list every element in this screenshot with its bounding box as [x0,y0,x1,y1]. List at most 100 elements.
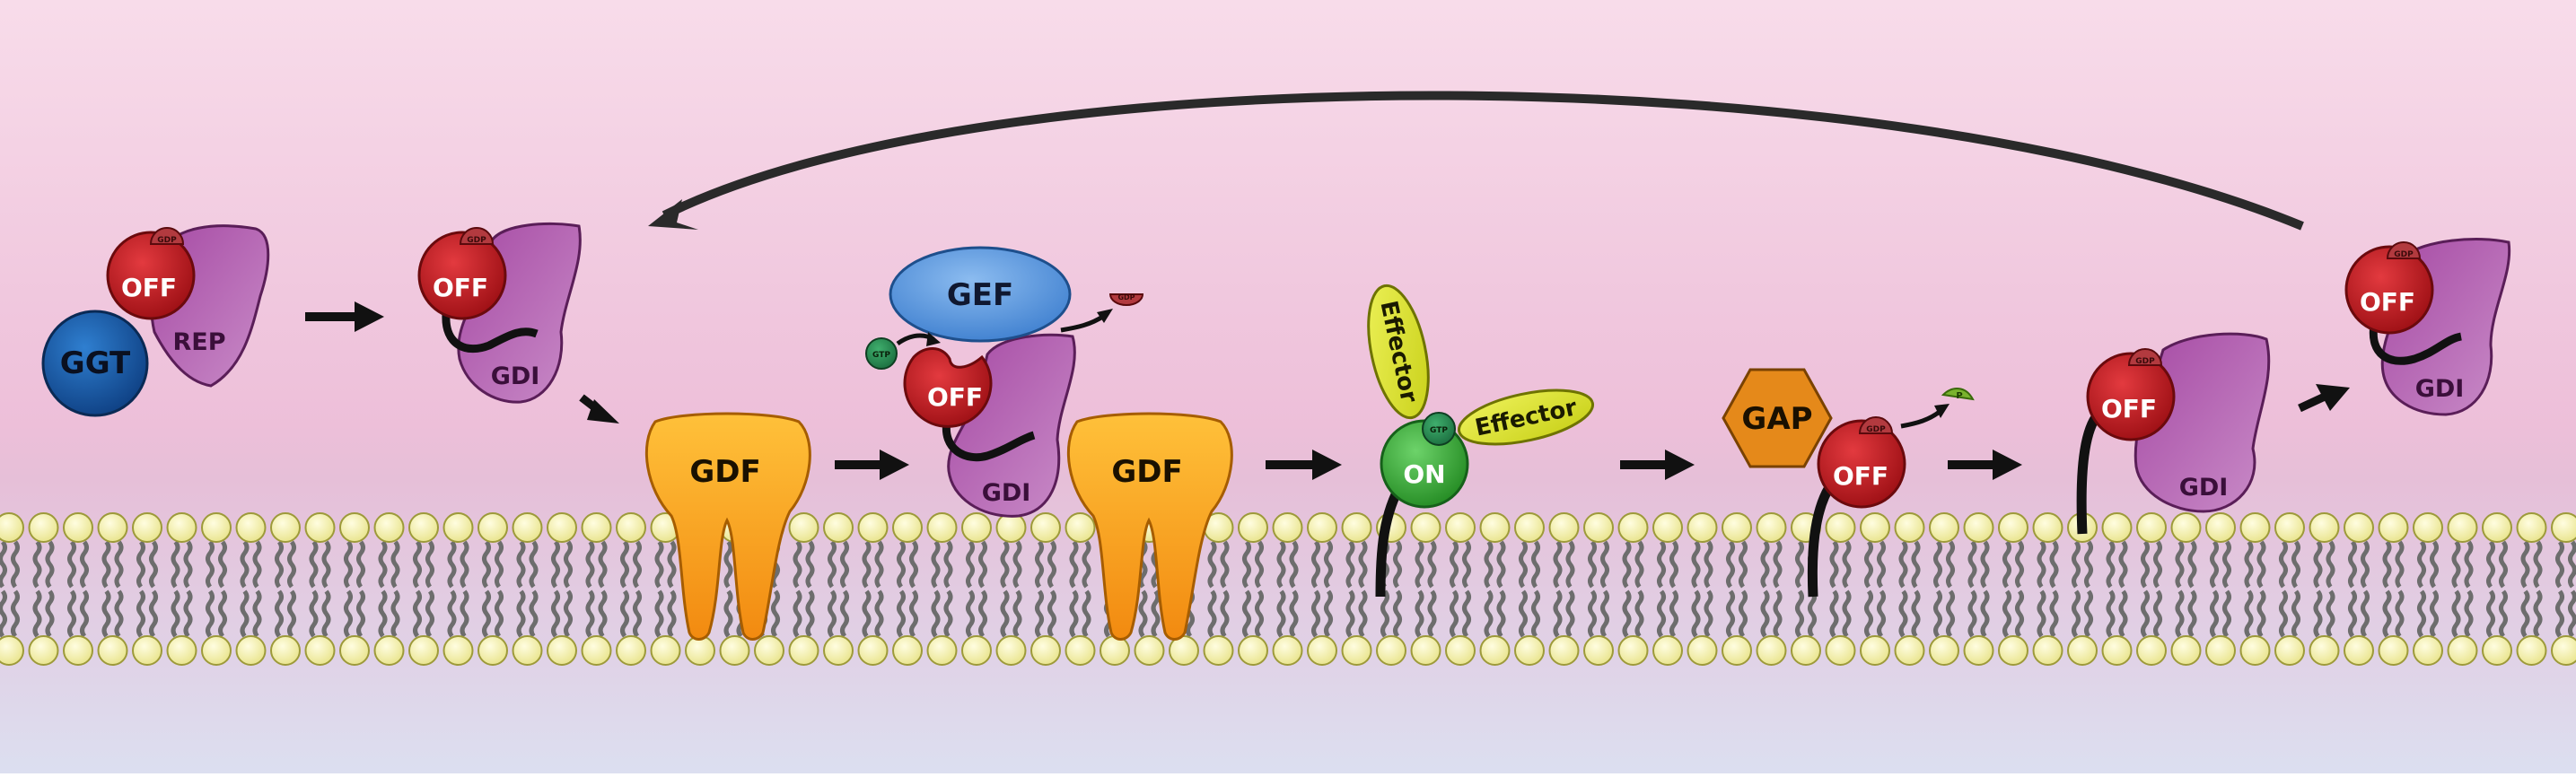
lipid-head [1791,635,1821,666]
lipid-tail [516,540,526,589]
gdp-nucleotide [2127,348,2163,366]
lipid-tail [1000,589,1010,638]
lipid-head [1479,512,1511,543]
gdp-label: GDP [157,236,177,245]
lipid-tail [529,540,539,589]
lipid-head [63,512,93,543]
lipid-tail [218,540,227,589]
lipid-head [1065,512,1096,543]
lipid-tail [2153,589,2162,638]
gdp-label: GDP [1117,293,1135,301]
lipid-head [754,635,784,666]
lipid-tail [2175,540,2185,589]
lipid-tail [2118,540,2128,589]
lipid-head [719,635,750,666]
step-arrow [1620,450,1695,480]
gdf-protein: GDF [1066,412,1233,641]
lipid-tail [1462,589,1471,638]
lipid-head [2516,635,2547,666]
lipid-head [581,635,612,666]
lipid-tail [309,589,319,638]
lipid-tail [2326,589,2335,638]
gtp-label: GTP [872,351,890,360]
lipid-tail [2187,540,2197,589]
lipid-tail [321,540,331,589]
lipid-tail [2141,540,2150,589]
lipid-tail [2430,540,2439,589]
lipid-tail [723,540,733,589]
lipid-head [339,512,370,543]
lipid-tail [2417,589,2426,638]
lipid-tail [840,540,849,589]
lipid-tail [1415,589,1424,638]
lipid-head [63,635,93,666]
gtp-nucleotide [865,337,898,370]
lipid-tail [1980,589,1990,638]
lipid-tail [862,540,872,589]
lipid-head [1825,635,1856,666]
lipid-tail [1864,589,1873,638]
lipid-head [2447,635,2478,666]
lipid-tail [1691,540,1701,589]
lipid-head [2482,635,2512,666]
step-arrow [835,450,909,480]
lipid-head [961,512,992,543]
lipid-tail [2430,589,2439,638]
lipid-tail [1484,540,1494,589]
lipid-tail [2244,589,2254,638]
lipid-head [373,635,405,666]
lipid-head [1548,512,1580,543]
lipid-tail [356,589,365,638]
lipid-tail [1393,589,1402,638]
lipid-head [1963,635,1994,666]
lipid-tail [206,589,215,638]
lipid-tail [2037,589,2046,638]
lipid-tail [1980,540,1990,589]
lipid-head [2309,512,2340,543]
lipid-head [1030,635,1061,666]
lipid-head [2101,512,2133,543]
lipid-tail [0,589,7,638]
lipid-tail [206,540,215,589]
lipid-head [2101,635,2133,666]
lipid-tail [2361,540,2370,589]
lipid-tail [1276,589,1286,638]
lipid-tail [943,540,953,589]
gdp-released [1108,293,1144,306]
lipid-head [1548,635,1580,666]
lipid-tail [897,540,906,589]
step-arrow [579,394,619,423]
lipid-head [1894,635,1925,666]
lipid-head [1030,512,1061,543]
lipid-tail [2326,540,2335,589]
lipid-tail [32,589,42,638]
lipid-tail [966,540,975,589]
lipid-tail [1345,540,1355,589]
lipid-tail [2291,589,2300,638]
lipid-tail [1600,540,1609,589]
lipid-tail [1588,589,1597,638]
lipid-tail [978,540,987,589]
lipid-tail [828,589,837,638]
lipid-tail [1967,589,1977,638]
rab-off [903,347,993,428]
lipid-tail [390,589,400,638]
lipid-head [1687,512,1718,543]
lipid-tail [1588,540,1597,589]
lipid-tail [1829,589,1839,638]
prenyl-anchor [1807,481,1836,598]
lipid-tail [2002,540,2011,589]
gef-exchange: GDI GEF OFF GTP GDP [865,246,1144,518]
lipid-tail [1207,589,1217,638]
lipid-tail [2279,589,2288,638]
lipid-tail [805,540,815,589]
lipid-head [581,512,612,543]
ggt-label: GGT [60,345,131,381]
lipid-tail [1047,589,1056,638]
lipid-tail [654,589,664,638]
lipid-tail [460,540,469,589]
lipid-head [995,635,1027,666]
lipid-tail [2106,589,2116,638]
lipid-tail [1047,540,1056,589]
lipid-head [1307,635,1337,666]
